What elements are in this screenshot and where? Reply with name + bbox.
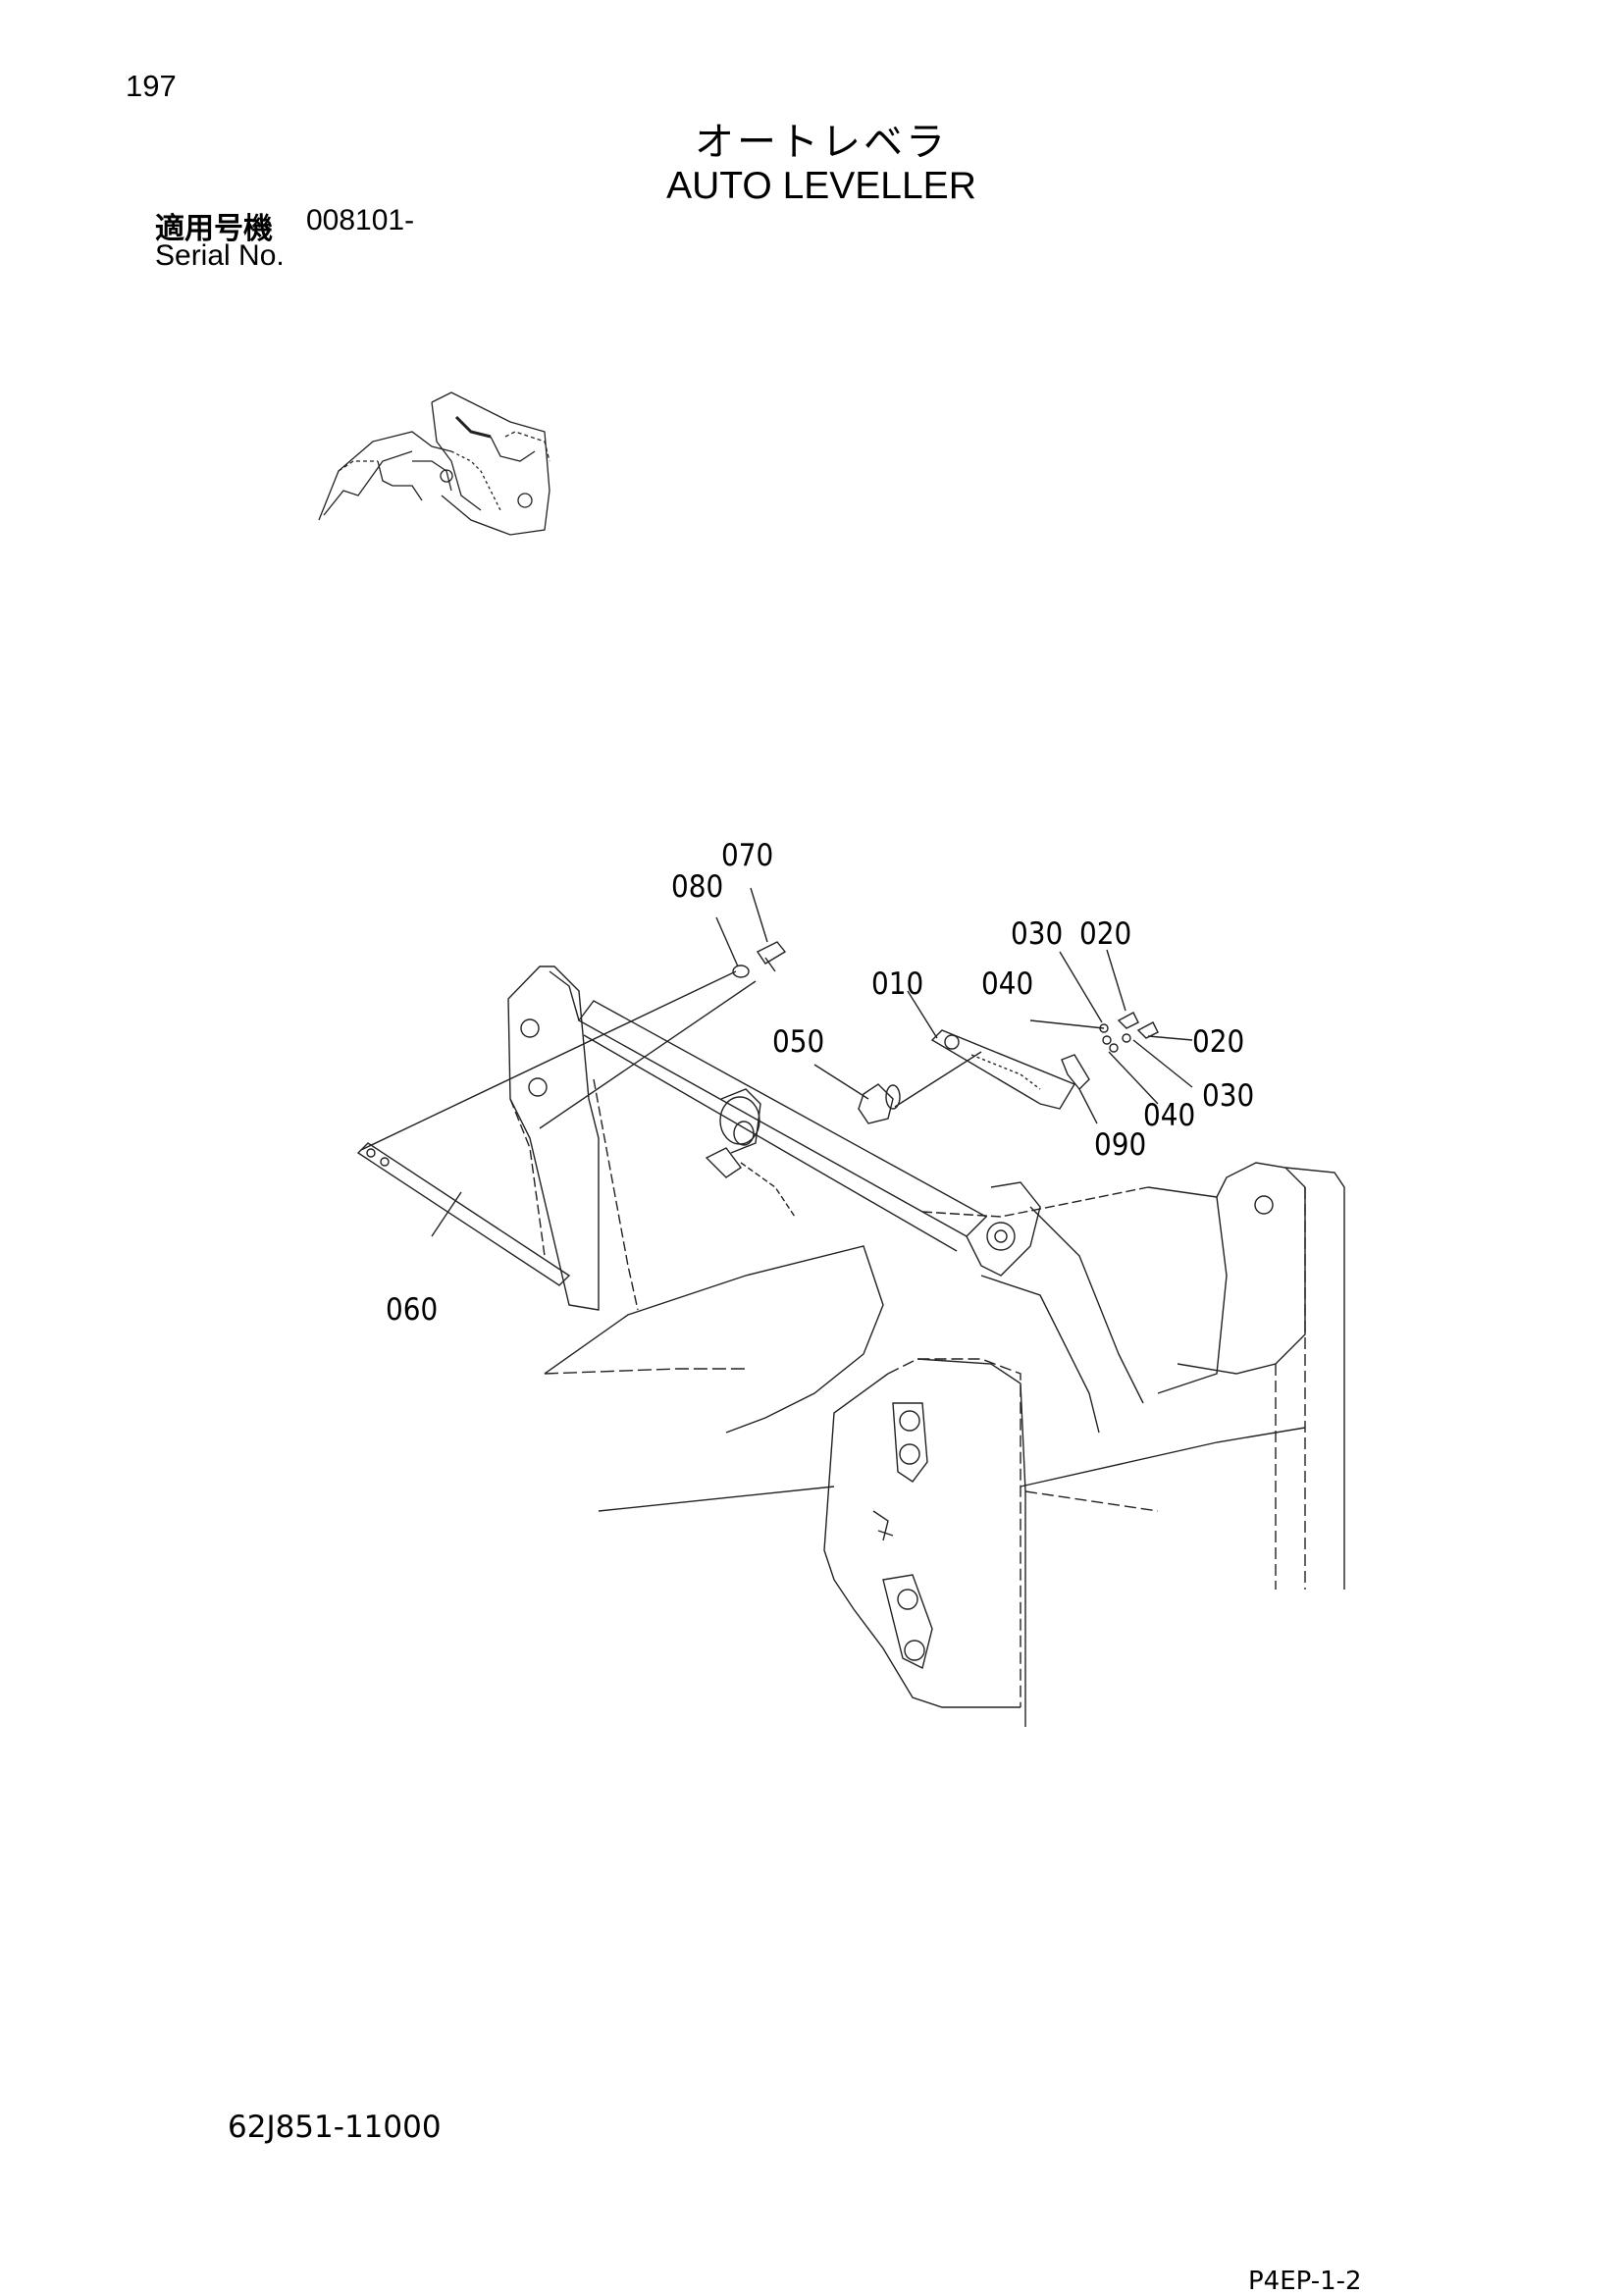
callout-010: 010 <box>871 966 923 1002</box>
center-column <box>887 1358 1021 1707</box>
callout-030-right: 030 <box>1202 1078 1254 1114</box>
part-070-bolt <box>756 941 787 965</box>
callout-020-top: 020 <box>1079 916 1131 952</box>
part-code: 62J851-11000 <box>228 2110 442 2145</box>
callout-020-right: 020 <box>1192 1024 1244 1060</box>
part-090-clamp <box>1061 1054 1090 1091</box>
page-number: 197 <box>126 69 177 103</box>
serial-label-japanese: 適用号機 <box>155 212 273 246</box>
part-080-washer <box>732 965 750 978</box>
left-arm-bracket <box>507 965 600 1311</box>
part-050-knob <box>858 1083 894 1124</box>
callout-030-top: 030 <box>1011 916 1063 952</box>
leveller-cylinder <box>577 1000 988 1237</box>
callout-040-right: 040 <box>1143 1098 1195 1133</box>
callout-060: 060 <box>386 1292 438 1328</box>
title-japanese: オートレベラ <box>695 120 948 165</box>
part-010-plate <box>930 1029 1076 1110</box>
page-code: P4EP-1-2 <box>1248 2267 1362 2296</box>
serial-label-english: Serial No. <box>155 239 285 272</box>
callout-080: 080 <box>671 869 723 905</box>
part-060-link <box>356 1142 571 1286</box>
callout-090: 090 <box>1094 1127 1146 1163</box>
title-english: AUTO LEVELLER <box>666 165 976 207</box>
serial-number-value: 008101- <box>306 204 415 236</box>
callout-040-top: 040 <box>981 966 1033 1002</box>
callout-070: 070 <box>721 838 773 873</box>
callout-050: 050 <box>772 1024 824 1060</box>
boom-body <box>544 1245 884 1434</box>
